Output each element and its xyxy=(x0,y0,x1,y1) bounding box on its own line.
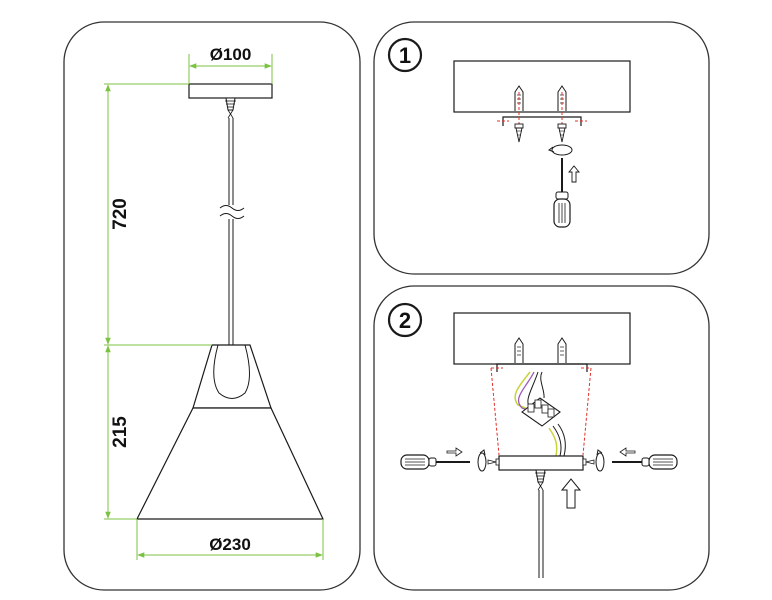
ceiling-block xyxy=(453,60,631,113)
push-left-arrow-icon xyxy=(619,447,636,457)
shade-height-label: 215 xyxy=(110,416,131,448)
suspension-cable xyxy=(219,118,245,345)
screw-icon xyxy=(487,458,500,466)
screwdriver-icon xyxy=(400,454,470,470)
lamp-shade xyxy=(136,344,324,520)
rotate-arrow-icon xyxy=(477,449,487,472)
dimension-shade-height: 215 xyxy=(104,345,137,520)
mounting-bracket xyxy=(496,363,588,372)
supply-wires xyxy=(514,371,566,457)
wall-plug-icon xyxy=(557,337,567,363)
step1-panel: 1 xyxy=(373,21,710,275)
dimension-shade-diameter: Ø230 xyxy=(136,519,324,560)
terminal-block-icon xyxy=(521,397,561,427)
ceiling-block xyxy=(453,312,631,365)
rotate-arrow-icon xyxy=(595,449,605,472)
canopy-diameter-label: Ø100 xyxy=(210,45,252,64)
screw-icon xyxy=(557,123,567,143)
suspension-cable xyxy=(535,469,546,578)
canopy xyxy=(498,455,584,471)
dimensions-panel: Ø100 720 215 Ø230 xyxy=(63,21,361,591)
shade-diameter-label: Ø230 xyxy=(209,535,251,554)
step2-panel: 2 xyxy=(373,285,710,591)
wall-plug-icon xyxy=(514,337,524,363)
step2-number: 2 xyxy=(399,308,411,333)
step1-badge: 1 xyxy=(387,37,423,73)
dimension-total-height: 720 xyxy=(104,83,212,346)
dimension-canopy-diameter: Ø100 xyxy=(188,45,273,84)
push-right-arrow-icon xyxy=(446,447,463,457)
push-up-arrow-icon xyxy=(560,478,582,509)
screw-icon xyxy=(514,123,524,143)
screwdriver-icon xyxy=(553,158,571,228)
push-up-arrow-icon xyxy=(568,165,580,183)
canopy xyxy=(188,83,273,119)
screw-icon xyxy=(582,458,595,466)
step2-badge: 2 xyxy=(387,302,423,338)
rotate-arrow-icon xyxy=(547,144,573,156)
step1-number: 1 xyxy=(399,43,411,68)
screwdriver-icon xyxy=(612,454,678,470)
total-height-label: 720 xyxy=(110,198,131,230)
